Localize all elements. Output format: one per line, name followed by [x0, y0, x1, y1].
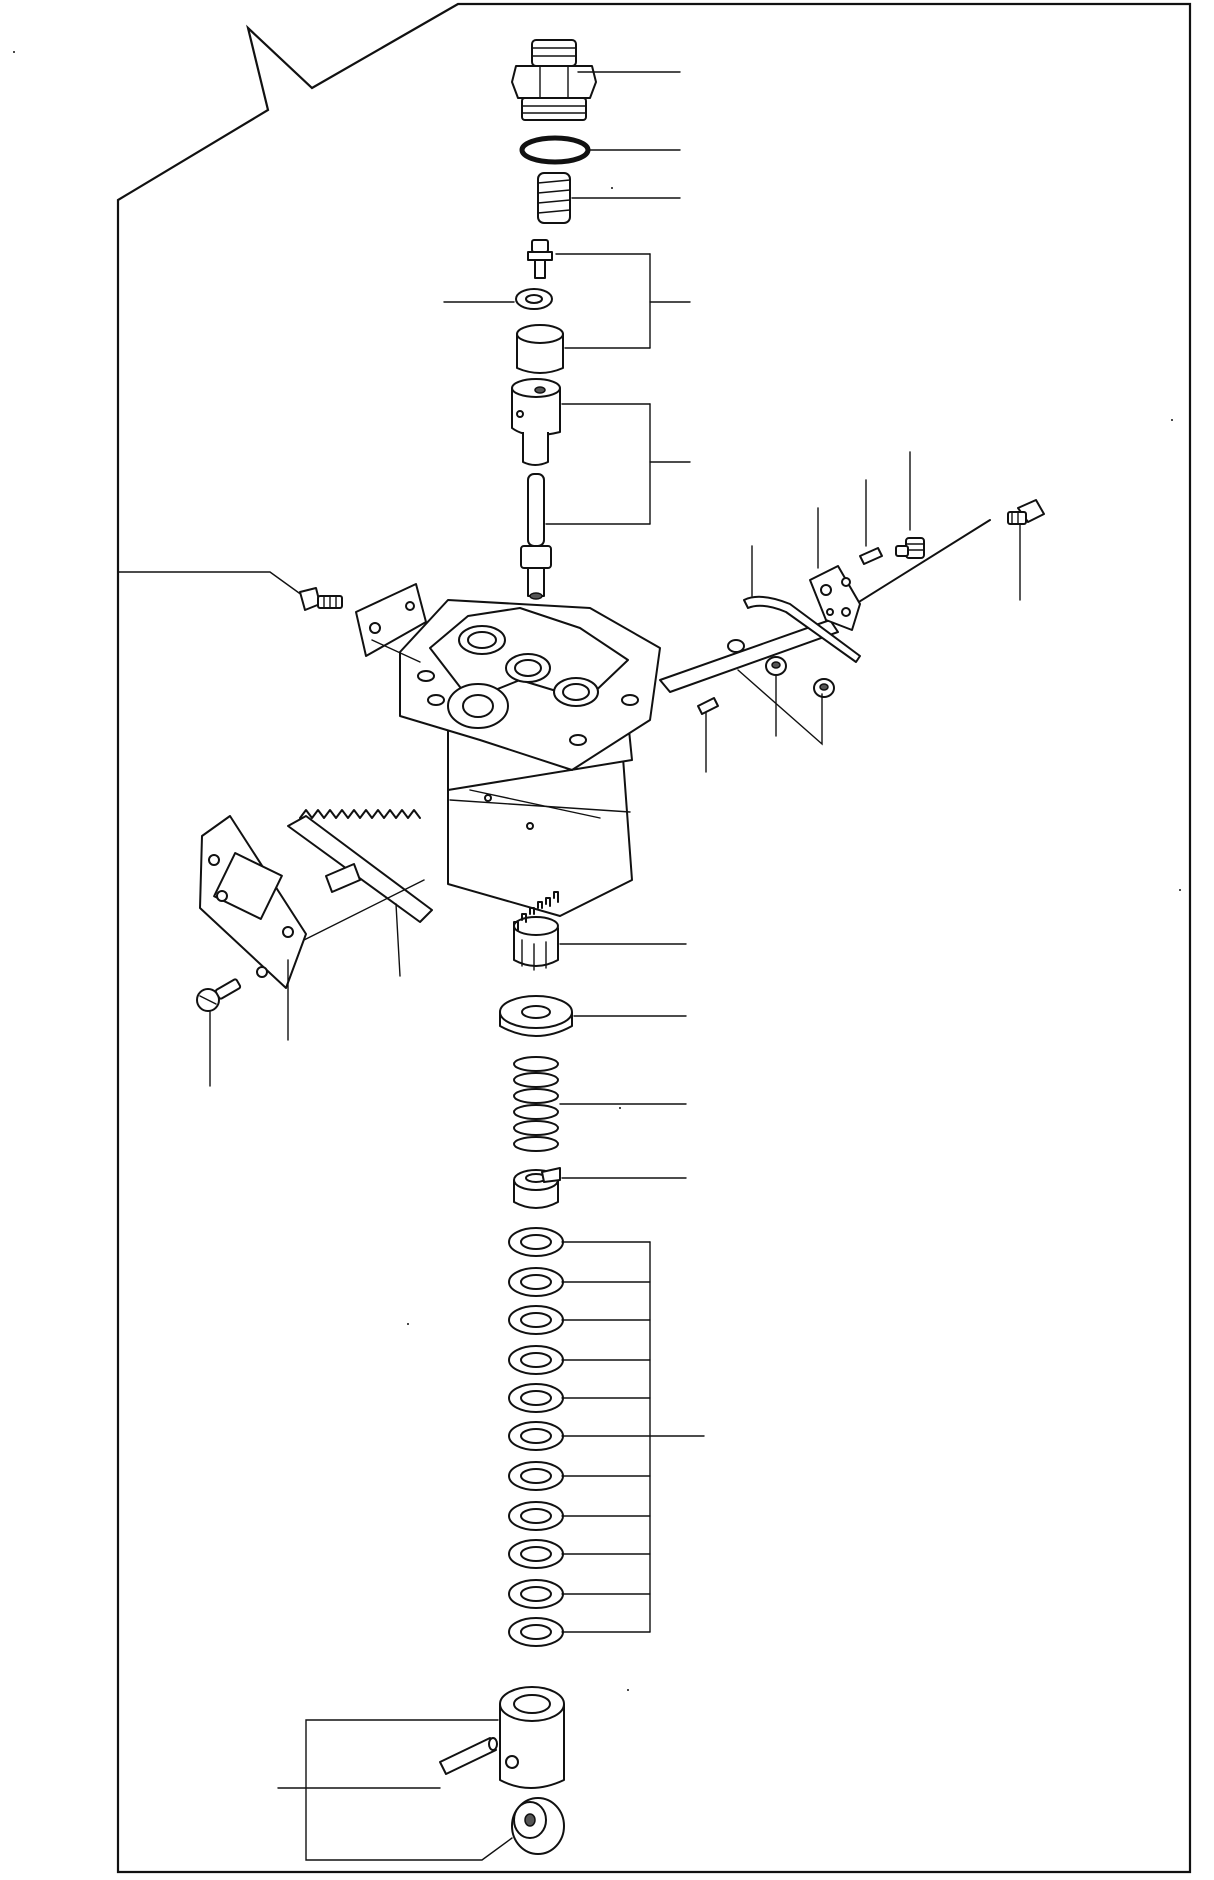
- control-rack: [287, 809, 433, 923]
- screw-lower-left: [196, 978, 242, 1012]
- tappet-roller: [511, 1797, 565, 1855]
- shim: [508, 1617, 564, 1647]
- shim: [508, 1227, 564, 1257]
- o-ring: [519, 135, 591, 165]
- arm-rod: [743, 595, 861, 663]
- bolt-right: [895, 537, 925, 559]
- tappet-pin: [439, 1737, 498, 1775]
- shim: [508, 1345, 564, 1375]
- shim: [508, 1579, 564, 1609]
- screw-top-right: [1007, 499, 1045, 525]
- callout-leader: [117, 571, 307, 599]
- plunger-spring: [513, 1056, 559, 1152]
- speck: [611, 187, 613, 189]
- tappet-callout-bracket: [277, 1719, 513, 1861]
- callout-leader: [303, 879, 425, 941]
- rack-guide-plate: [199, 815, 307, 989]
- speck: [13, 51, 15, 53]
- shim: [508, 1267, 564, 1297]
- bracket-plate: [809, 565, 861, 631]
- adjusting-shims: [508, 1227, 564, 1647]
- shim-callout-bracket: [561, 1241, 705, 1633]
- shim: [508, 1421, 564, 1451]
- diagram-frame: [116, 2, 1192, 1874]
- shim: [508, 1461, 564, 1491]
- plunger: [520, 473, 552, 600]
- shim: [508, 1383, 564, 1413]
- pinion-gear: [513, 891, 559, 971]
- nut-right-a: [765, 656, 787, 676]
- callout-leader: [395, 903, 401, 977]
- pin-small-right: [859, 547, 883, 565]
- delivery-valve: [527, 239, 553, 279]
- pin-lower-right: [697, 697, 719, 715]
- shim: [508, 1539, 564, 1569]
- plunger-barrel: [511, 378, 561, 466]
- spring-seat-upper: [499, 995, 573, 1037]
- shim: [508, 1305, 564, 1335]
- pump-housing: [399, 599, 661, 917]
- shim: [508, 1501, 564, 1531]
- speck: [1171, 419, 1173, 421]
- delivery-valve-holder: [511, 39, 597, 121]
- gasket-washer-hole: [525, 294, 543, 304]
- speck: [1179, 889, 1181, 891]
- speck: [407, 1323, 409, 1325]
- callout-bracket: [737, 669, 823, 746]
- nut-right-b: [813, 678, 835, 698]
- spring-seat-lower: [513, 1167, 561, 1209]
- valve-spring: [537, 172, 571, 224]
- tappet: [499, 1686, 565, 1789]
- speck: [627, 1689, 629, 1691]
- speck: [619, 1107, 621, 1109]
- hex-screw-left: [299, 587, 343, 611]
- valve-seat: [516, 324, 564, 374]
- cover-plate: [355, 583, 427, 657]
- callout-leader: [371, 639, 421, 663]
